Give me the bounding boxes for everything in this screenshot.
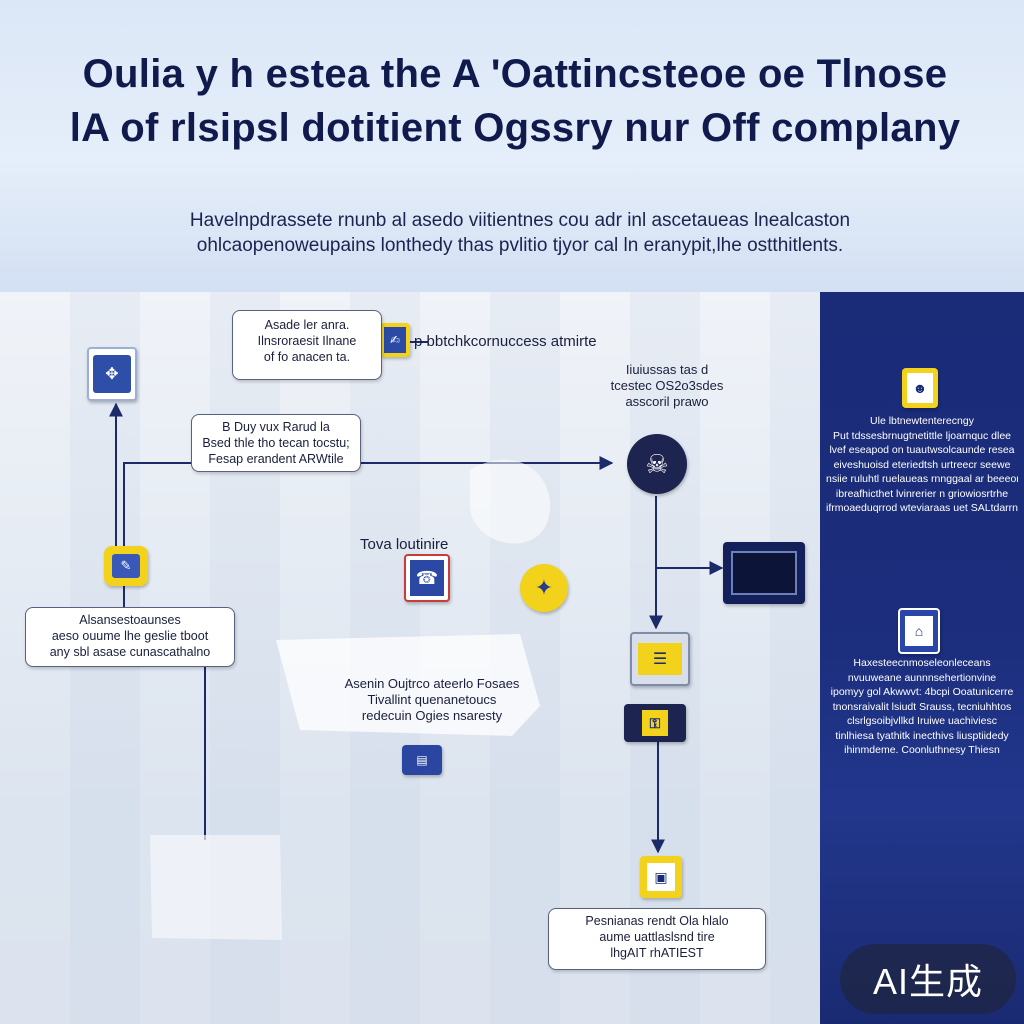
panel-block-1-line-1: Ule lbtnewtenterecngy: [870, 415, 974, 427]
document-icon: ✍: [380, 323, 410, 357]
panel-block-1-line-7: ifrmoaeduqrrod wteviaraas uet SALtdarrnl: [826, 502, 1018, 514]
padlock-icon: ▣: [647, 863, 675, 891]
top-bubble-line-1: Asade ler anra.: [264, 318, 350, 332]
screen-icon: [731, 551, 797, 595]
app-window-icon: ✥: [87, 347, 137, 401]
monitor-icon: [723, 542, 805, 604]
left-bubble: Alsansestoaunses aeso ouume lhe geslie t…: [25, 607, 235, 667]
panel-block-2: Haxesteecnmoseleonleceans nvuuweane aunn…: [826, 656, 1018, 758]
right-label-line-1: Iiuiussas tas d: [625, 362, 709, 377]
profile-icon: ☻: [907, 373, 933, 403]
panel-icon-top: ☻: [902, 368, 938, 408]
mid-bubble-line-3: Fesap erandent ARWtile: [208, 452, 344, 466]
top-bubble-line-2: Ilnsroraesit Ilnane: [257, 334, 357, 348]
mid-bubble: B Duy vux Rarud la Bsed thle tho tecan t…: [191, 414, 361, 472]
bottom-bubble-line-2: aume uattlaslsnd tire: [599, 930, 715, 944]
panel-block-1-line-3: lvef eseapod on tuautwsolcaunde resea: [829, 444, 1015, 456]
lower-label-line-1: Asenin Oujtrco ateerlo Fosaes: [344, 676, 520, 691]
right-label: Iiuiussas tas d tcestec OS2o3sdes asscor…: [592, 362, 742, 410]
tablet-icon: ☎: [404, 554, 450, 602]
faded-shape-splash: [470, 459, 551, 544]
pen-icon: ✍: [384, 327, 406, 353]
panel-block-1-line-2: Put tdssesbrnugtnetittle ljoarnquc dlee: [832, 429, 1012, 442]
phone-icon: ☎: [410, 560, 444, 596]
panel-block-2-line-2: nvuuweane aunnnsehertionvine: [847, 671, 997, 684]
tag-icon: ✎: [112, 554, 140, 578]
lightbulb-icon: ✦: [520, 564, 568, 612]
badge-icon: ✎: [104, 546, 148, 586]
header-banner: Oulia y h estea the A 'Oattincsteoe oe T…: [0, 0, 1024, 292]
panel-block-2-line-5: clsrlgsoibjvllkd Iruiwe uachiviesc: [847, 715, 997, 727]
panel-block-2-line-3: ipomyy gol Akwwvt: 4bcpi Ooatunicerre: [830, 686, 1014, 698]
lock-icon: ▣: [640, 856, 682, 898]
side-panel: [820, 292, 1024, 1024]
title-line-1: Oulia y h estea the A 'Oattincsteoe oe T…: [82, 52, 948, 96]
left-bubble-line-1: Alsansestoaunses: [79, 613, 181, 627]
center-label: Tova loutinire: [360, 536, 449, 553]
subtitle-line-2: ohlcaopenoweupains lonthedy thas pvlitio…: [196, 235, 844, 256]
folder-icon: ▤: [402, 745, 442, 775]
panel-block-1: Ule lbtnewtenterecngy Put tdssesbrnugtne…: [826, 414, 1018, 516]
panel-block-1-line-5: nsiie ruluhtl ruelaueas rnnggaal ar beee…: [826, 473, 1018, 485]
bottom-bubble-line-3: lhgAIT rhATIEST: [610, 946, 704, 960]
right-label-line-3: asscoril prawo: [625, 394, 709, 409]
terminal-icon: ⚿: [624, 704, 686, 742]
faded-shape-center: [276, 634, 540, 736]
chart-icon: ☰: [638, 643, 682, 675]
subtitle-line-1: Havelnpdrassete rnunb al asedo viitientn…: [189, 210, 851, 231]
title-line-2: lA of rlsipsl dotitient Ogssry nur Off c…: [69, 106, 961, 150]
panel-block-1-line-4: eiveshuoisd eteriedtsh urtreecr seewe: [833, 458, 1011, 471]
panel-block-2-line-7: ihinmdeme. Coonluthnesy Thiesn: [844, 744, 1000, 756]
shield-node-icon: ☠: [627, 434, 687, 494]
panel-block-1-line-6: ibreafhicthet lvinrerier n griowiosrtrhe: [835, 487, 1009, 500]
panel-block-2-line-1: Haxesteecnmoseleonleceans: [853, 657, 991, 669]
left-bubble-line-3: any sbl asase cunascathalno: [49, 645, 211, 659]
link-left-to-center: [123, 456, 614, 548]
bottom-bubble-line-1: Pesnianas rendt Ola hlalo: [585, 914, 729, 928]
right-label-line-2: tcestec OS2o3sdes: [610, 378, 724, 393]
mid-bubble-line-2: Bsed thle tho tecan tocstu;: [202, 436, 350, 450]
panel-block-2-line-6: tinlhiesa tyathitk inecthivs liusptiided…: [835, 729, 1009, 742]
top-label: p bbtchkcornuccess atmirte: [414, 333, 597, 350]
lower-label-line-3: redecuin Ogies nsaresty: [361, 708, 503, 723]
lower-label: Asenin Oujtrco ateerlo Fosaes Tivallint …: [322, 676, 542, 724]
panel-block-2-line-4: tnonsraivalit lsiudt Srauss, tecniuhhtos: [832, 700, 1012, 713]
mid-bubble-line-1: B Duy vux Rarud la: [222, 420, 330, 434]
faded-shape-bottom-left: [150, 835, 282, 940]
key-icon: ⚿: [642, 710, 668, 736]
panel-icon-middle: ⌂: [898, 608, 940, 654]
bottom-bubble: Pesnianas rendt Ola hlalo aume uattlasls…: [548, 908, 766, 970]
top-bubble: Asade ler anra. Ilnsroraesit Ilnane of f…: [232, 310, 382, 380]
lower-label-line-2: Tivallint quenanetoucs: [367, 692, 497, 707]
ai-generated-badge: AI生成: [840, 944, 1016, 1014]
top-bubble-line-3: of fo anacen ta.: [263, 350, 351, 364]
grid-icon: ✥: [93, 355, 131, 393]
clipboard-icon: ⌂: [905, 616, 933, 646]
dashboard-icon: ☰: [630, 632, 690, 686]
left-bubble-line-2: aeso ouume lhe geslie tboot: [51, 629, 209, 643]
